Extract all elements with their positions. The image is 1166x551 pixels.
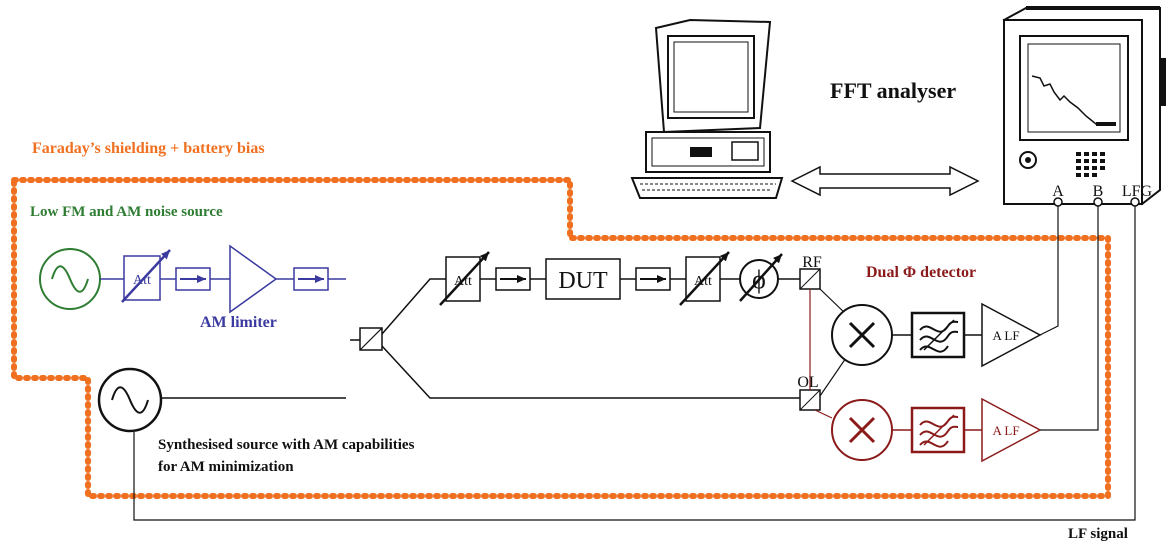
faraday-shielding-boundary <box>11 177 1111 499</box>
lf-signal-label: LF signal <box>1068 526 1128 542</box>
isolator-icon <box>495 267 531 291</box>
isolator-icon <box>175 267 211 291</box>
data-link-double-arrow <box>790 165 980 197</box>
attenuator-icon <box>679 251 730 306</box>
coupler-icon <box>799 268 821 290</box>
dut-box <box>545 258 621 300</box>
port-a-label: A <box>1052 183 1064 200</box>
sine-source-icon <box>39 248 101 310</box>
fft-analyser-icon <box>1002 6 1166 207</box>
sine-source-icon <box>97 367 163 433</box>
amplifier-label: A LF <box>992 423 1019 438</box>
synth-source-label-line2: for AM minimization <box>158 459 294 475</box>
amplifier-icon <box>229 244 278 314</box>
dut-label: DUT <box>558 268 608 294</box>
att-label: Att <box>454 274 472 289</box>
port-lfg-label: LFG <box>1122 183 1153 200</box>
mixer-icon <box>831 399 893 461</box>
synth-source-label-line1: Synthesised source with AM capabilities <box>158 437 415 453</box>
att-label: Att <box>694 274 712 289</box>
computer-icon <box>630 18 784 199</box>
attenuator-icon <box>439 251 490 306</box>
rf-label: RF <box>802 254 822 271</box>
isolator-icon <box>293 267 329 291</box>
att-label: Att <box>133 273 151 288</box>
splitter-icon <box>359 327 383 351</box>
dual-detector-label: Dual Φ detector <box>866 264 977 281</box>
amplifier-icon <box>981 397 1042 463</box>
low-noise-source-label: Low FM and AM noise source <box>30 204 223 220</box>
phase-shifter-icon <box>739 253 783 302</box>
shielding-label: Faraday’s shielding + battery bias <box>32 140 265 157</box>
attenuator-icon <box>121 249 171 303</box>
coupler-icon <box>799 389 821 411</box>
port-b-label: B <box>1093 183 1104 200</box>
ol-label: OL <box>797 374 818 391</box>
fft-analyser-label: FFT analyser <box>830 78 957 103</box>
amplifier-icon <box>981 302 1042 368</box>
amplifier-label: A LF <box>992 328 1019 343</box>
filter-icon <box>910 406 966 454</box>
phase-symbol: ϕ <box>752 265 766 294</box>
am-limiter-label: AM limiter <box>200 314 277 331</box>
mixer-icon <box>831 304 893 366</box>
filter-icon <box>910 311 966 359</box>
isolator-icon <box>635 267 671 291</box>
